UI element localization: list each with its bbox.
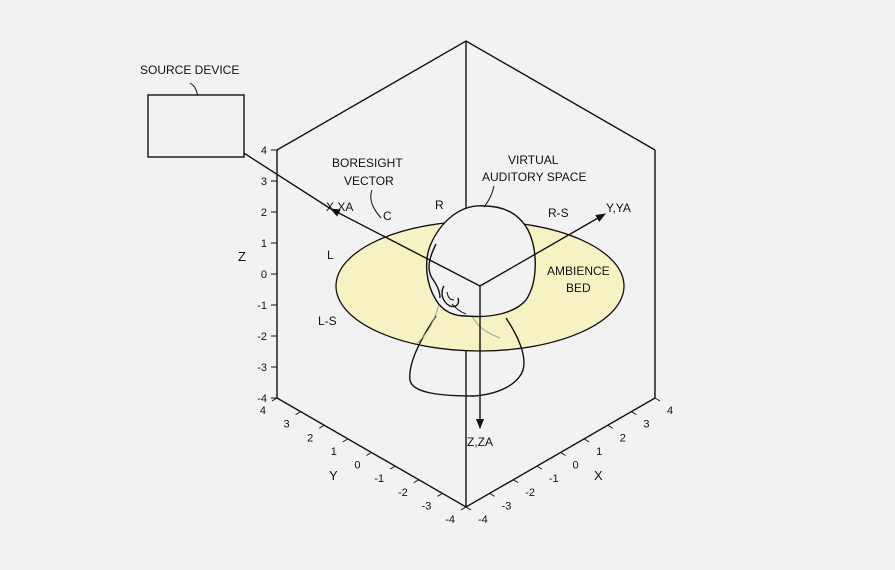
tick-label: -4 [445,514,455,526]
tick-label: -2 [525,487,535,499]
tick-mark [489,492,495,497]
tick-mark [560,452,566,456]
tick-mark [413,479,420,484]
virtual-space-label-line1: VIRTUAL [508,153,559,167]
tick-label: 4 [260,405,266,417]
source-device-label: SOURCE DEVICE [140,63,239,77]
tick-label: -4 [257,393,267,405]
tick-label: 2 [261,207,267,219]
tick-label: 3 [643,419,649,431]
y-axis-arrow [479,213,606,287]
boresight-label-line2: VECTOR [344,174,394,188]
z-tick-labels: 4 3 2 1 0 -1 -2 -3 -4 [257,145,277,405]
channel-r-label: R [435,198,444,212]
tick-label: 2 [620,432,626,444]
tick-label: -1 [257,300,267,312]
tick-label: 4 [667,405,673,417]
y-axis-label: Y,YA [606,201,631,215]
tick-mark [536,465,543,470]
frame-y-title: Y [329,468,338,483]
tick-mark [437,492,443,497]
source-device-box [147,94,245,158]
tick-mark [465,506,472,511]
listener-head-icon [409,205,536,397]
channel-l-label: L [327,248,334,262]
tick-label: -3 [257,362,267,374]
x-tick-labels: -4 -3 -2 -1 0 1 2 3 4 [465,397,673,526]
tick-mark [271,397,278,402]
tick-label: -1 [374,473,384,485]
tick-label: 0 [573,460,579,472]
leader-lines [189,82,495,219]
virtual-space-label-line2: AUDITORY SPACE [482,170,586,184]
channel-ls-label: L-S [318,314,337,328]
tick-label: 0 [354,460,360,472]
y-tick-labels: 4 3 2 1 0 -1 -2 -3 -4 [260,397,467,526]
channel-rs-label: R-S [548,206,569,220]
tick-label: 1 [596,446,602,458]
tick-mark [318,424,325,429]
tick-mark [583,438,590,443]
tick-label: 2 [307,432,313,444]
tick-label: -2 [257,331,267,343]
tick-label: -4 [478,514,488,526]
ambience-label-line1: AMBIENCE [547,264,610,278]
tick-label: -1 [549,473,559,485]
tick-label: 1 [331,446,337,458]
tick-mark [295,411,301,416]
tick-mark [654,397,661,402]
channel-c-label: C [383,209,392,223]
tick-mark [607,424,614,429]
z-axis-label: Z,ZA [467,435,493,449]
frame-x-title: X [594,468,603,483]
ambience-label-line2: BED [566,281,591,295]
tick-label: 1 [261,238,267,250]
tick-label: 4 [261,145,267,157]
tick-mark [366,452,372,456]
boresight-label-line1: BORESIGHT [332,156,403,170]
tick-label: -3 [502,500,512,512]
tick-label: -3 [422,500,432,512]
frame-z-title: Z [238,249,246,264]
tick-label: 0 [261,269,267,281]
tick-label: 3 [261,176,267,188]
tick-mark [460,506,467,511]
tick-mark [389,465,396,470]
tick-mark [512,479,519,484]
tick-label: -2 [398,487,408,499]
tick-mark [631,411,637,416]
tick-label: 3 [284,419,290,431]
x-axis-label: X,XA [326,200,353,214]
tick-mark [342,438,349,443]
x-axis-arrow [330,208,481,287]
